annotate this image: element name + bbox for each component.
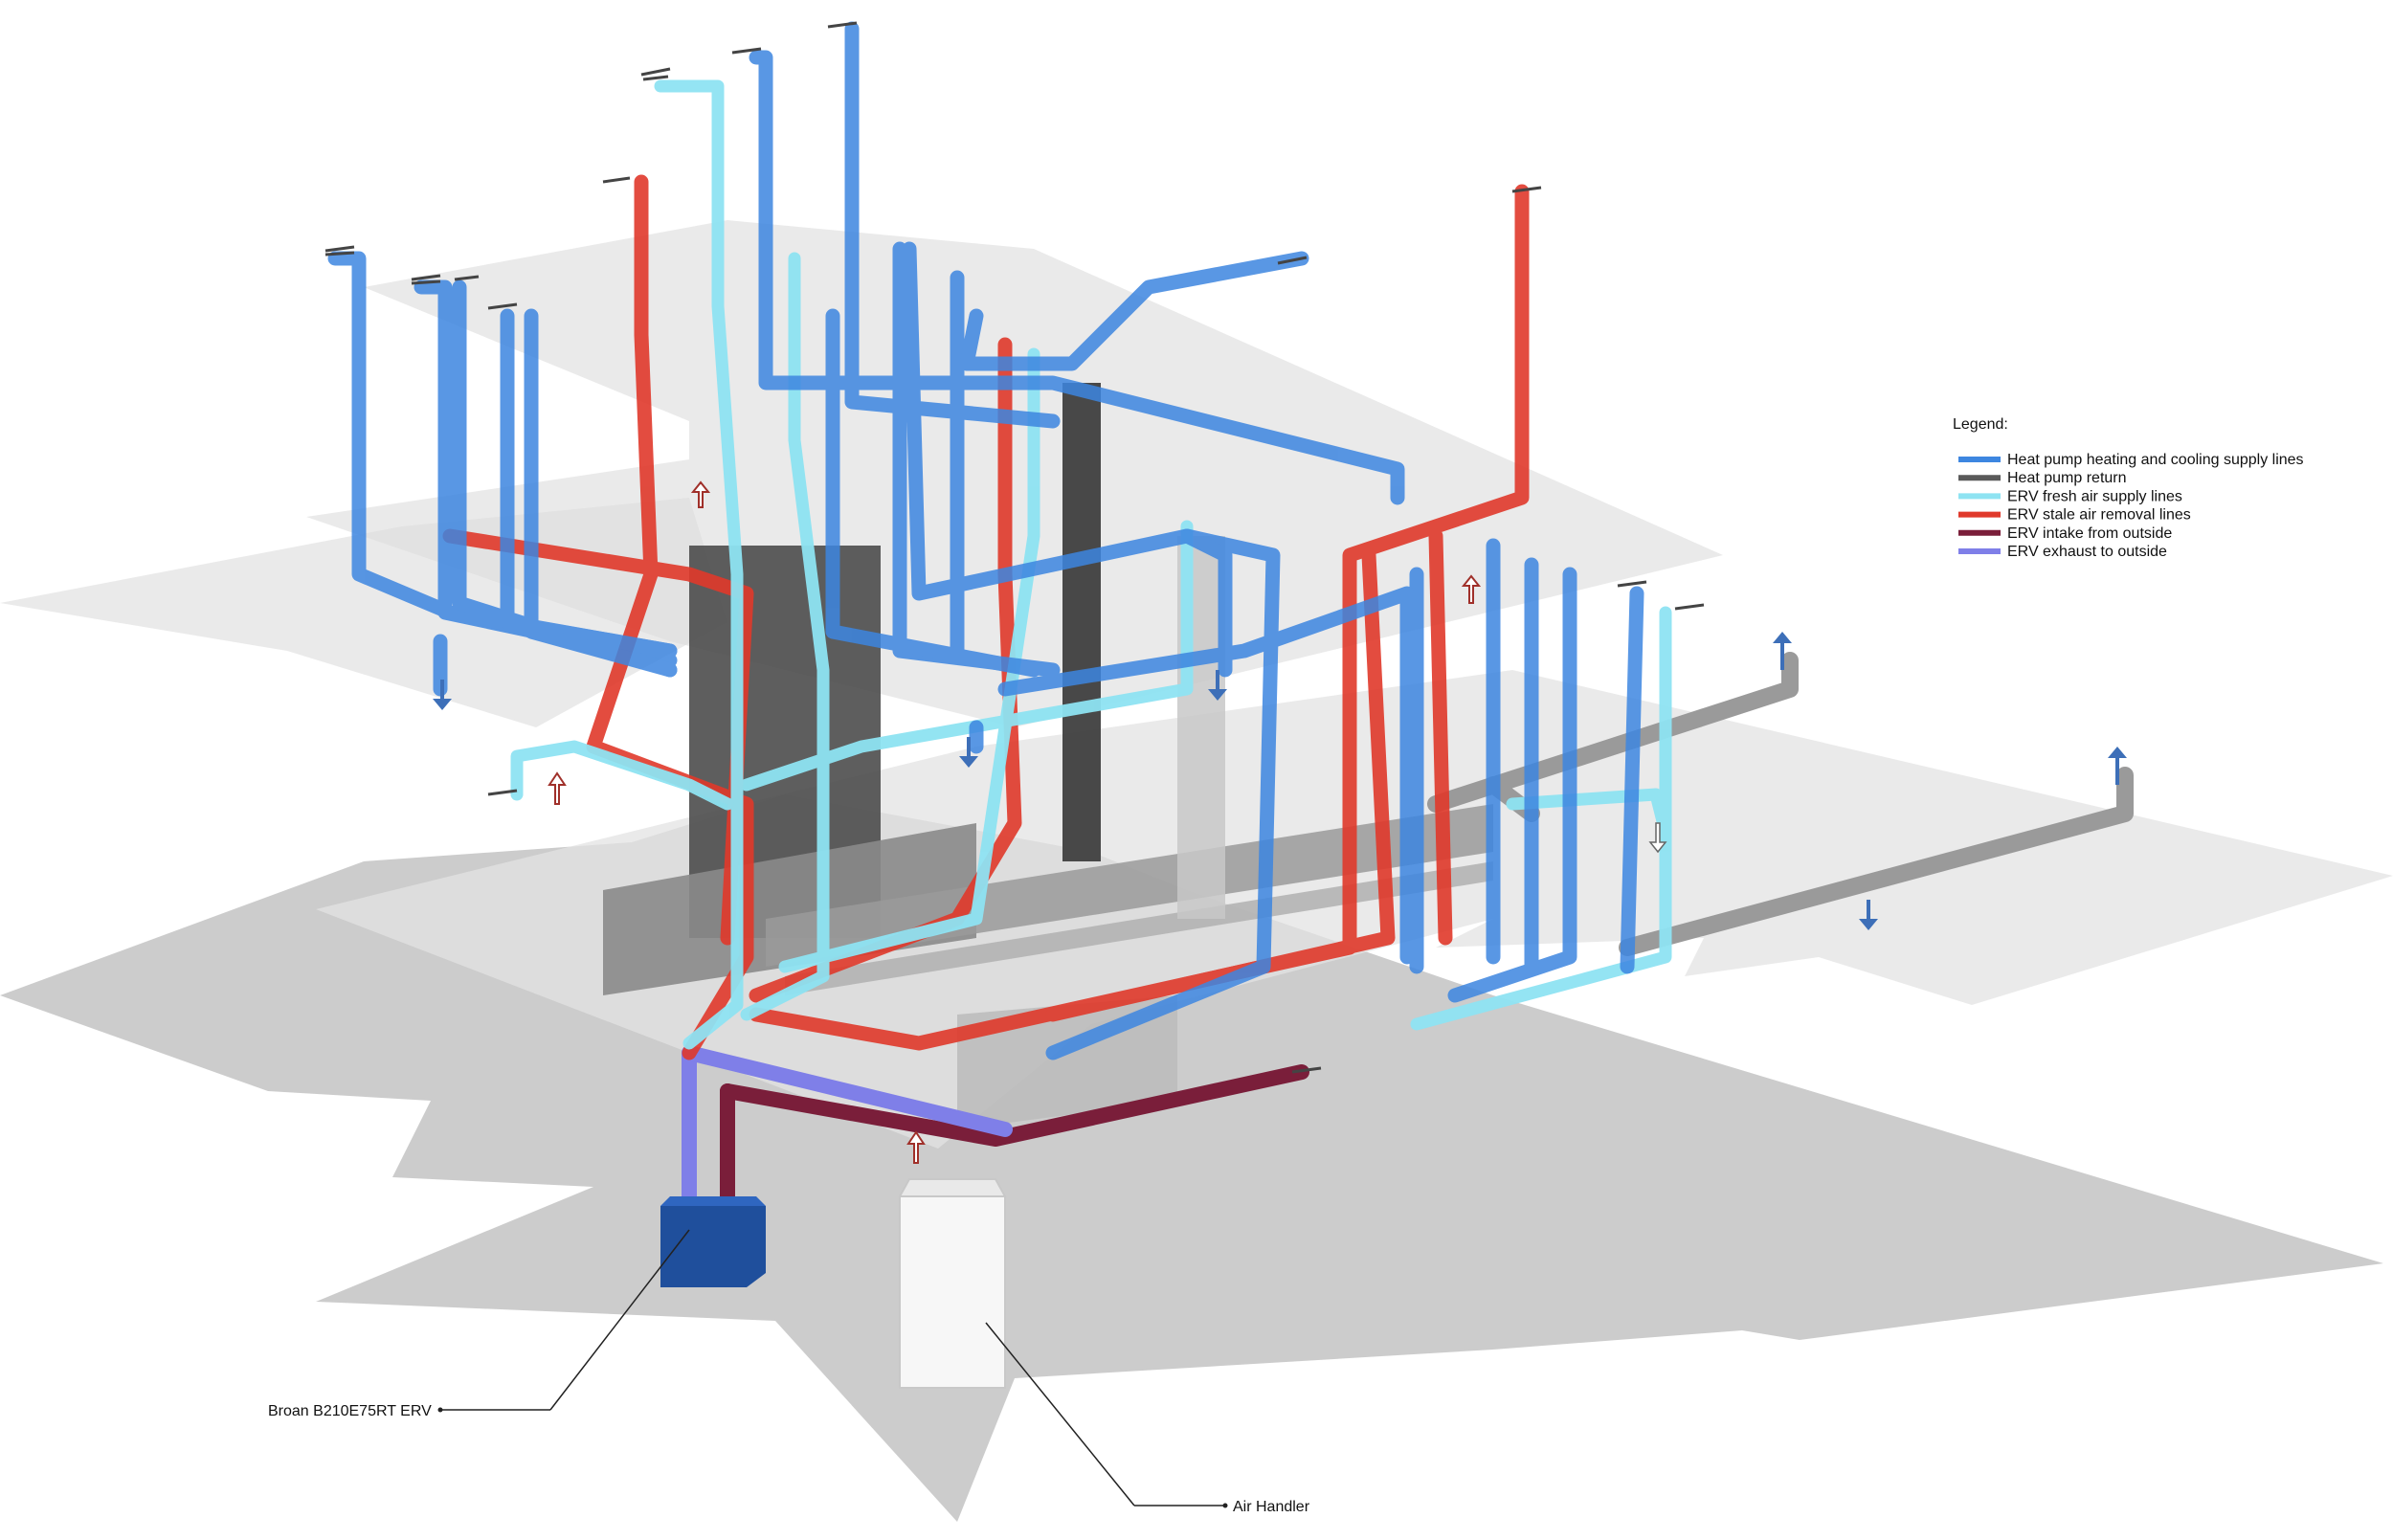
- register-icon: [324, 245, 355, 257]
- register-icon: [1291, 1066, 1322, 1074]
- up-arrow-icon: [690, 480, 711, 508]
- legend: Legend: Heat pump heating and cooling su…: [1953, 416, 2304, 560]
- up-arrow-icon: [1461, 574, 1482, 604]
- register-icon: [602, 176, 631, 184]
- down-arrow-icon: [1648, 822, 1667, 854]
- register-icon: [1511, 186, 1542, 193]
- legend-item-label: ERV fresh air supply lines: [2007, 488, 2182, 504]
- register-icon: [1617, 580, 1647, 588]
- legend-item-label: ERV exhaust to outside: [2007, 544, 2167, 560]
- register-icon: [454, 275, 480, 281]
- register-icon: [731, 47, 762, 55]
- legend-item-label: Heat pump heating and cooling supply lin…: [2007, 452, 2304, 468]
- legend-title: Legend:: [1953, 416, 2008, 433]
- legend-items: Heat pump heating and cooling supply lin…: [1958, 452, 2304, 560]
- register-terminals: [324, 21, 1705, 1074]
- equipment: [660, 1178, 1007, 1389]
- legend-item-label: ERV stale air removal lines: [2007, 507, 2191, 524]
- legend-item-label: Heat pump return: [2007, 470, 2127, 486]
- down-arrow-icon: [1208, 670, 1227, 701]
- up-arrow-icon: [906, 1130, 926, 1164]
- down-arrow-icon: [959, 737, 978, 768]
- register-icon: [1674, 603, 1705, 611]
- callout-air-handler-label: Air Handler: [1233, 1499, 1310, 1515]
- register-icon: [640, 67, 671, 81]
- callout-air-handler: Air Handler: [985, 1322, 1310, 1515]
- up-arrow-icon: [2108, 747, 2127, 785]
- up-arrow-icon: [1773, 632, 1792, 670]
- heat-pump-supply-ducts: [327, 21, 1644, 1060]
- callout-erv: Broan B210E75RT ERV: [268, 1229, 690, 1419]
- register-icon: [827, 21, 858, 29]
- down-arrow-icon: [1859, 900, 1878, 930]
- register-icon: [411, 274, 441, 285]
- register-icon: [1277, 256, 1308, 265]
- air-handler-unit: [898, 1178, 1007, 1389]
- register-icon: [487, 302, 518, 310]
- flow-arrows: [433, 480, 2127, 1164]
- legend-item-label: ERV intake from outside: [2007, 525, 2172, 542]
- callout-erv-label: Broan B210E75RT ERV: [268, 1403, 432, 1419]
- up-arrow-icon: [548, 771, 567, 805]
- erv-unit: [660, 1196, 766, 1287]
- register-icon: [487, 789, 518, 796]
- down-arrow-icon: [433, 680, 452, 710]
